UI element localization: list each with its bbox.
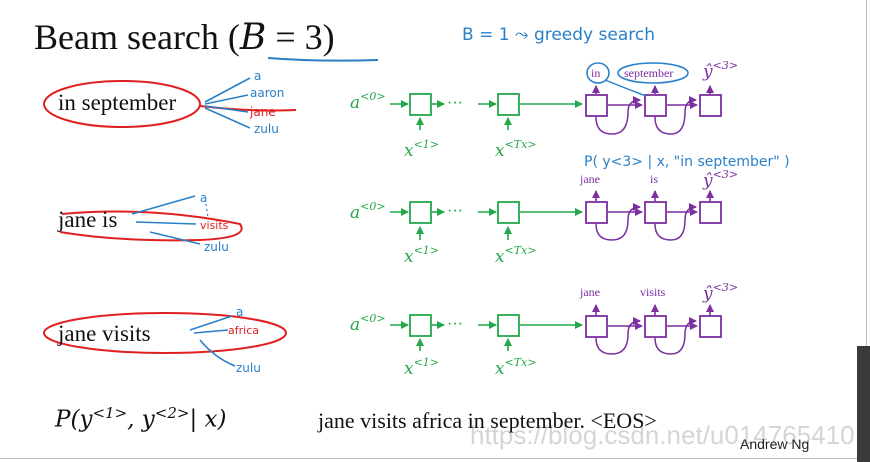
- encoder-cell-T: [497, 314, 520, 337]
- output-sentence: jane visits africa in september. <EOS>: [318, 408, 657, 433]
- title-prefix: Beam search (: [34, 17, 240, 57]
- encoder-xT: x<Tx>: [495, 244, 537, 267]
- decoder-cell-1: [585, 315, 608, 338]
- decoder-cell-2: [644, 94, 667, 117]
- watermark: https://blog.csdn.net/u014765410: [470, 420, 855, 450]
- decoder-y3: ŷ<3>: [702, 281, 738, 304]
- encoder-a0: a<0>: [350, 312, 386, 335]
- encoder-a0: a<0>: [350, 90, 386, 113]
- encoder-xT: x<Tx>: [495, 138, 537, 161]
- row-1: a aaron jane zulu a<0> ··· x<1> x<Tx>: [43, 59, 738, 161]
- encoder-x1: x<1>: [404, 138, 439, 161]
- encoder-ellipsis: ···: [447, 203, 463, 220]
- phrase-row-3: jane visits: [58, 321, 151, 346]
- candidate-a: a: [200, 191, 207, 205]
- decoder-word-1: in: [591, 66, 600, 80]
- decoder-cell-3: [699, 94, 722, 117]
- row-2-highlight: [59, 210, 243, 242]
- encoder-ellipsis: ···: [447, 95, 463, 112]
- author-credit: Andrew Ng: [740, 436, 810, 452]
- encoder-a0: a<0>: [350, 200, 386, 223]
- candidate-zulu: zulu: [254, 122, 279, 136]
- encoder-xT: x<Tx>: [495, 356, 537, 379]
- candidate-africa: africa: [228, 324, 259, 337]
- candidate-a: a: [236, 305, 243, 319]
- encoder-cell-1: [409, 314, 432, 337]
- row-2: a visits zulu a<0> ··· x<1> x<Tx>: [59, 154, 790, 267]
- encoder-cell-1: [409, 93, 432, 116]
- phrase-row-1: in september: [58, 90, 177, 115]
- title-suffix: = 3): [266, 17, 335, 57]
- title-underline: [267, 57, 379, 62]
- decoder-word-1: jane: [579, 285, 600, 299]
- probability-formula: P(y<1>, y<2>| x): [55, 404, 227, 433]
- encoder-cell-T: [497, 201, 520, 224]
- decoder-cell-2: [644, 201, 667, 224]
- decoder-word-1-circle: [586, 62, 610, 84]
- encoder-x1: x<1>: [404, 244, 439, 267]
- decoder-word-2: visits: [640, 285, 666, 299]
- candidate-aaron: aaron: [250, 86, 284, 100]
- decoder-cell-2: [644, 315, 667, 338]
- row-1-highlight: [43, 80, 201, 128]
- decoder-word-2: september: [624, 66, 673, 80]
- probability-annotation: P( y<3> | x, "in september" ): [584, 154, 790, 170]
- title-variable: B: [239, 17, 267, 58]
- phrase-row-2: jane is: [58, 207, 118, 232]
- decoder-cell-3: [699, 315, 722, 338]
- decoder-y3: ŷ<3>: [702, 168, 738, 191]
- candidate-zulu: zulu: [204, 240, 229, 254]
- decoder-cell-1: [585, 94, 608, 117]
- greedy-annotation: B = 1 ⤳ greedy search: [462, 25, 655, 45]
- encoder-cell-1: [409, 201, 432, 224]
- decoder-word-2: is: [650, 172, 658, 186]
- decoder-cell-3: [699, 201, 722, 224]
- row-3: a africa zulu a<0> ··· x<1> x<Tx>: [43, 281, 738, 379]
- decoder-word-2-circle: [617, 62, 689, 84]
- decoder-word-1: jane: [579, 172, 600, 186]
- candidate-zulu: zulu: [236, 361, 261, 375]
- encoder-ellipsis: ···: [447, 316, 463, 333]
- candidate-a: a: [254, 69, 261, 83]
- decoder-cell-1: [585, 201, 608, 224]
- candidate-visits: visits: [200, 219, 229, 232]
- candidate-jane: jane: [249, 105, 276, 119]
- decoder-y3: ŷ<3>: [702, 59, 738, 82]
- row-3-highlight: [43, 312, 287, 354]
- slide-title: Beam search (B = 3): [34, 16, 335, 58]
- scrollbar[interactable]: [857, 346, 870, 462]
- encoder-cell-T: [497, 93, 520, 116]
- encoder-x1: x<1>: [404, 356, 439, 379]
